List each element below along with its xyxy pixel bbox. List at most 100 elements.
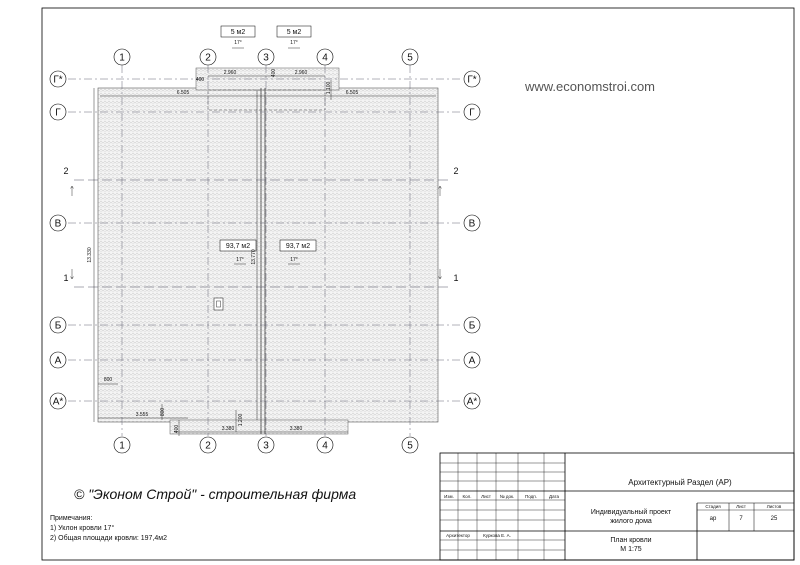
tb-col-list: Лист	[481, 494, 491, 499]
axis-bubble	[463, 316, 481, 334]
tb-project-line1: Индивидуальный проект	[591, 508, 672, 516]
axis-label-h-b: Б	[469, 321, 476, 332]
axis-bubble	[49, 316, 67, 334]
tb-scale: М 1:75	[620, 546, 642, 553]
note-item-2: 2) Общая площади кровли: 197,4м2	[50, 534, 167, 542]
tb-section: Архитектурный Раздел (АР)	[628, 478, 732, 487]
title-block	[439, 452, 795, 561]
tb-col-podp: Подп.	[525, 494, 537, 499]
axis-label-h-a: А	[469, 356, 476, 367]
axis-bubble	[113, 436, 131, 454]
axis-label-v4: 4	[322, 441, 328, 452]
tb-sheet-number: 7	[739, 516, 743, 522]
dim-6505-left: 6.505	[177, 90, 190, 96]
axis-label-h-g-star: Г*	[53, 75, 62, 86]
sheet-frame	[41, 7, 795, 561]
roof-left-slope: 17°	[236, 257, 244, 263]
axis-label-h-g-star: Г*	[467, 75, 476, 86]
axis-label-v1: 1	[119, 441, 125, 452]
section-label-sec1: 1	[63, 273, 68, 283]
note-item-1: 1) Уклон кровли 17°	[50, 524, 114, 532]
tb-col-date: Дата	[549, 494, 559, 499]
dim-13770: 13.770	[251, 249, 257, 265]
axis-bubble	[49, 392, 67, 410]
axis-bubble	[401, 48, 419, 66]
website-url: www.economstroi.com	[524, 79, 655, 94]
axis-bubble	[463, 214, 481, 232]
section-label-sec2: 2	[63, 166, 68, 176]
chimney	[213, 297, 224, 311]
axis-label-v2: 2	[205, 441, 211, 452]
tb-col-izm: Изм.	[444, 494, 454, 499]
axis-label-v3: 3	[263, 53, 269, 64]
tb-sheet-title: План кровли	[610, 537, 651, 544]
tb-project-line2: жилого дома	[610, 518, 652, 525]
axis-bubble	[316, 436, 334, 454]
tb-col-doc: № док.	[500, 494, 514, 499]
dim-400-bottom: 400	[174, 425, 180, 434]
axis-label-v3: 3	[263, 441, 269, 452]
axis-bubble	[49, 103, 67, 121]
dim-800-left: 800	[104, 377, 113, 383]
dim-1200: 1.200	[238, 414, 244, 427]
axis-bubble	[49, 214, 67, 232]
axis-label-h-a-star: А*	[53, 397, 64, 408]
axis-label-h-v: В	[469, 219, 476, 230]
section-label-sec1: 1	[453, 273, 458, 283]
axis-label-h-v: В	[55, 219, 62, 230]
axis-bubble	[463, 392, 481, 410]
axis-label-v5: 5	[407, 53, 413, 64]
tb-stage: ар	[710, 516, 717, 522]
axis-bubble	[463, 70, 481, 88]
tb-role: Архитектор	[446, 533, 470, 538]
axis-bubble	[316, 48, 334, 66]
tb-col-kol: Кол.	[463, 494, 472, 499]
axis-bubble	[463, 103, 481, 121]
dormer-right-area: 5 м2	[287, 29, 302, 36]
roof-right-area-box	[279, 239, 317, 252]
tb-author: Куркова Е. А.	[483, 533, 511, 538]
axis-bubble	[257, 48, 275, 66]
tb-sheets-label: Листов	[767, 504, 782, 509]
dim-400-corner: 400	[196, 77, 205, 83]
copyright-text: © "Эконом Строй" - строительная фирма	[74, 486, 356, 502]
axis-bubble	[49, 70, 67, 88]
dimension-lines	[93, 75, 436, 436]
dormer-left-area-box	[220, 25, 256, 38]
tb-sheets-total: 25	[771, 516, 778, 522]
dim-3555: 3.555	[136, 412, 149, 418]
axis-label-h-b: Б	[55, 321, 62, 332]
axis-label-h-a: А	[55, 356, 62, 367]
axis-bubble	[257, 436, 275, 454]
axis-bubble	[199, 436, 217, 454]
axis-bubble	[463, 351, 481, 369]
section-label-sec2: 2	[453, 166, 458, 176]
dormer-left-slope: 17°	[234, 40, 242, 46]
axis-label-h-g: Г	[469, 108, 475, 119]
dim-13330: 13.330	[87, 247, 93, 263]
axis-bubble	[49, 351, 67, 369]
dim-2960-left: 2.960	[224, 70, 237, 76]
dormer-left-area: 5 м2	[231, 29, 246, 36]
dim-1100: 1.100	[326, 82, 332, 95]
dim-6505-right: 6.505	[346, 90, 359, 96]
dim-2960-right: 2.960	[295, 70, 308, 76]
axis-label-v2: 2	[205, 53, 211, 64]
dim-3380-right: 3.380	[290, 426, 303, 432]
roof-right-slope: 17°	[290, 257, 298, 263]
roof-right-area: 93,7 м2	[286, 243, 310, 250]
roof-left-area-box	[219, 239, 257, 252]
axis-label-v1: 1	[119, 53, 125, 64]
axis-bubble	[199, 48, 217, 66]
dormer-right-slope: 17°	[290, 40, 298, 46]
dim-800-bottom: 800	[160, 408, 166, 417]
roof-left-area: 93,7 м2	[226, 243, 250, 250]
axis-bubble	[401, 436, 419, 454]
axis-label-v5: 5	[407, 441, 413, 452]
axis-label-v4: 4	[322, 53, 328, 64]
notes-title: Примечания:	[50, 515, 92, 522]
dim-3380-left: 3.380	[222, 426, 235, 432]
roof-bottom-extension	[169, 419, 349, 435]
axis-label-h-g: Г	[55, 108, 61, 119]
